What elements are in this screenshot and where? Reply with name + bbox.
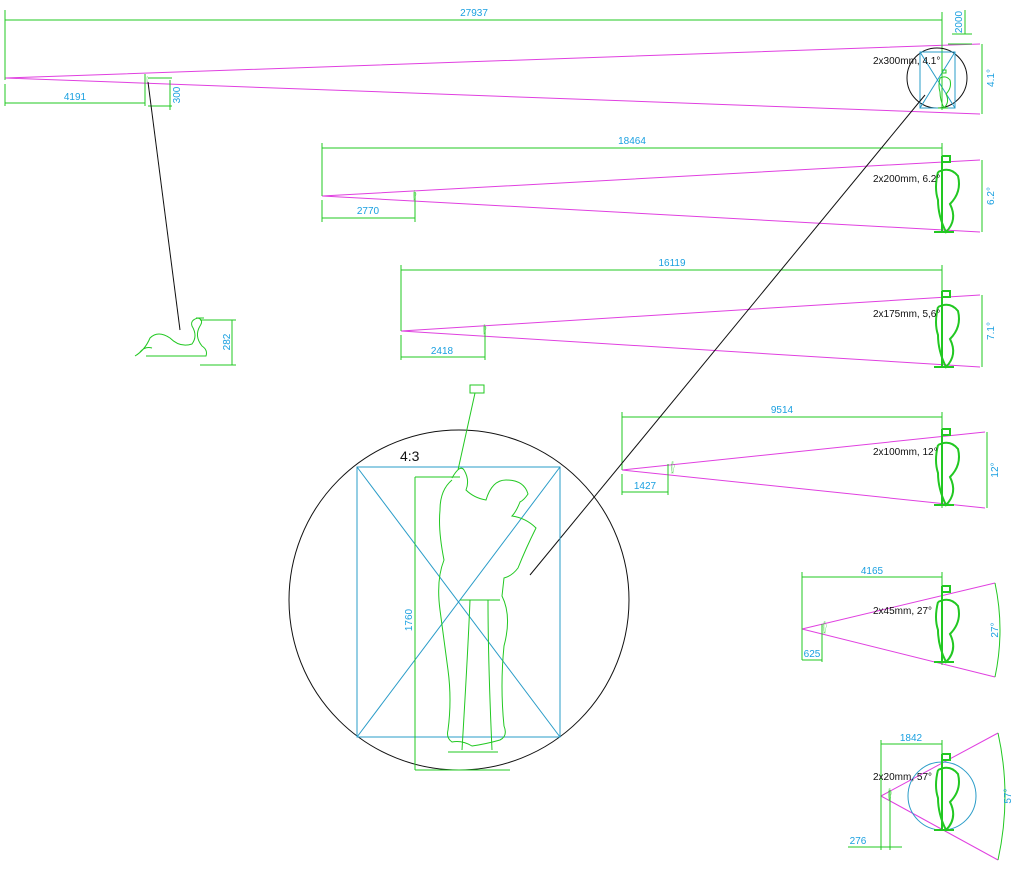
near-dim: 2770: [357, 206, 380, 217]
small-height-dim: 300: [172, 86, 183, 103]
lens-label: 2x100mm, 12°: [873, 447, 938, 458]
height-dim: 2000: [954, 10, 965, 33]
golfer-figure: [933, 585, 960, 663]
lens-label: 2x20mm, 57°: [873, 772, 932, 783]
distance-dim: 16119: [658, 258, 686, 269]
golfer-figure: [933, 290, 960, 368]
view-300mm: 27937 4191 300 2000 4.1° 2x300mm, 4.1°: [4, 8, 997, 115]
golfer-figure: [933, 428, 960, 506]
aspect-label: 4:3: [400, 448, 420, 464]
swan-height-dim: 282: [222, 333, 233, 350]
near-dim: 1427: [634, 481, 657, 492]
near-dim: 625: [804, 649, 821, 660]
distance-dim: 4165: [861, 566, 884, 577]
detail-view: 4:3 1760: [288, 94, 926, 771]
near-dim: 4191: [64, 92, 87, 103]
angle-dim: 27°: [990, 622, 1001, 637]
swan-figure: 282: [134, 81, 236, 366]
height-dim: 1760: [404, 608, 415, 631]
lens-label: 2x300mm, 4.1°: [873, 56, 940, 67]
near-dim: 276: [850, 836, 867, 847]
view-175mm: 16119 2418 7.1° 2x175mm, 5,6°: [400, 258, 997, 368]
angle-dim: 7.1°: [986, 322, 997, 340]
angle-dim: 12°: [990, 462, 1001, 477]
lens-label: 2x45mm, 27°: [873, 606, 932, 617]
golfer-figure-small: [146, 76, 149, 83]
angle-dim: 6.2°: [986, 187, 997, 205]
golfer-figure: [933, 155, 960, 233]
near-dim: 2418: [431, 346, 454, 357]
lens-label: 2x200mm, 6.2°: [873, 174, 940, 185]
view-200mm: 18464 2770 6.2° 2x200mm, 6.2°: [321, 136, 997, 233]
view-45mm: 4165 625 27° 2x45mm, 27°: [801, 566, 1001, 678]
view-20mm: 1842 276 57° 2x20mm, 57°: [848, 732, 1014, 861]
distance-dim: 9514: [771, 405, 794, 416]
angle-dim: 57°: [1003, 788, 1014, 803]
lens-label: 2x175mm, 5,6°: [873, 309, 940, 320]
distance-dim: 27937: [460, 8, 488, 19]
distance-dim: 18464: [618, 136, 646, 147]
distance-dim: 1842: [900, 733, 923, 744]
golfer-detail: [438, 384, 537, 753]
angle-dim: 4.1°: [986, 69, 997, 87]
golfer-figure-small: [670, 461, 675, 474]
view-100mm: 9514 1427 12° 2x100mm, 12°: [621, 405, 1001, 509]
